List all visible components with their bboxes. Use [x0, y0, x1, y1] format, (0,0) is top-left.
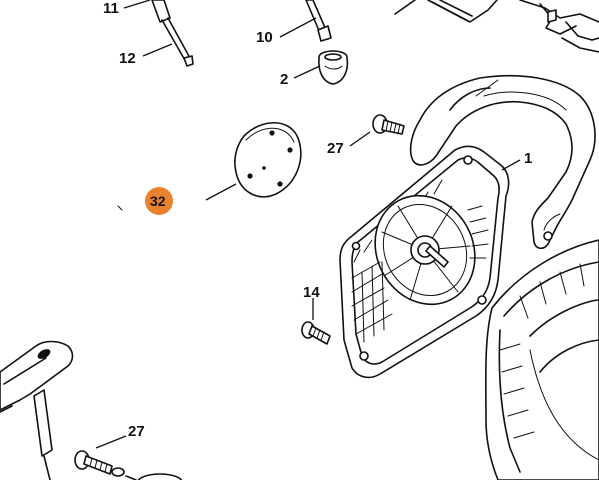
callout-12[interactable]: 12 — [119, 50, 136, 67]
callout-27-lower[interactable]: 27 — [128, 423, 145, 440]
part-disc-32[interactable] — [234, 122, 302, 198]
leader-lines — [95, 0, 521, 449]
part-fan-shroud — [484, 239, 599, 480]
part-rod-12[interactable] — [151, 0, 194, 67]
part-bracket-arm — [409, 74, 596, 250]
callout-1[interactable]: 1 — [524, 150, 532, 167]
callout-32: 32 — [150, 193, 166, 209]
part-screw-27-upper[interactable] — [372, 114, 405, 135]
part-screw-10[interactable] — [305, 0, 332, 42]
tick-marks — [117, 205, 123, 211]
part-starter-cover-1[interactable] — [339, 145, 510, 379]
callout-32-highlight[interactable]: 32 — [145, 187, 173, 215]
part-screw-27-lower[interactable] — [74, 450, 183, 480]
part-plug-2[interactable] — [318, 50, 349, 85]
callout-11[interactable]: 11 — [103, 0, 119, 17]
callout-14[interactable]: 14 — [303, 284, 320, 301]
part-screw-14[interactable] — [301, 321, 331, 345]
part-housing-top — [394, 0, 599, 53]
callout-labels: 11 10 12 2 27 1 32 14 27 — [103, 0, 532, 440]
highlight-circle — [145, 187, 173, 215]
callout-2[interactable]: 2 — [280, 71, 288, 88]
callout-10[interactable]: 10 — [256, 29, 273, 46]
callout-27-upper[interactable]: 27 — [327, 140, 344, 157]
part-starter-grip[interactable] — [0, 340, 74, 480]
